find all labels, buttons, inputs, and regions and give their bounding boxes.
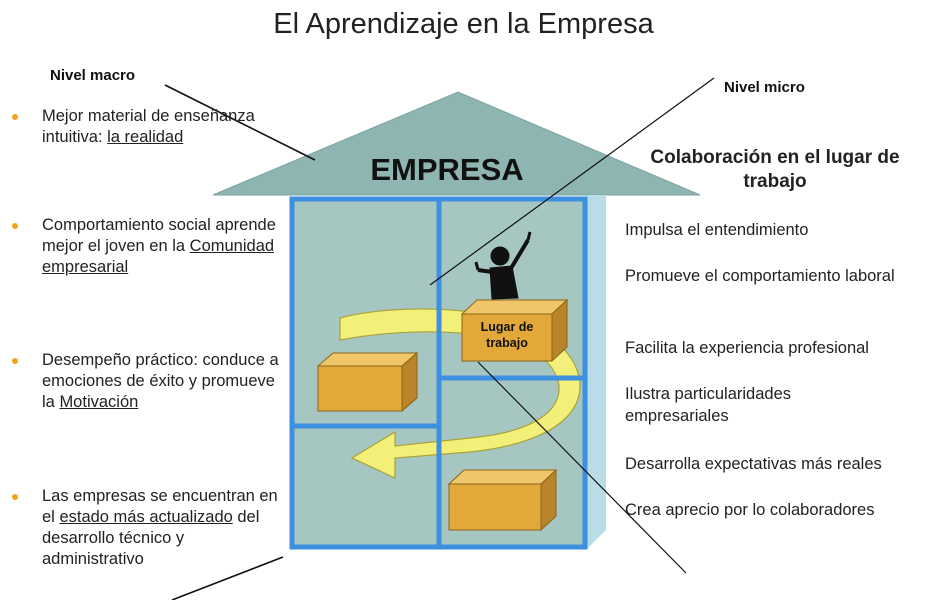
pointer-micro (429, 77, 715, 286)
bullet-text: Mejor material de enseñanza intuitiva: l… (42, 107, 255, 146)
benefit-item: Ilustra particularidades empresariales (625, 385, 791, 425)
list-item: Mejor material de enseñanza intuitiva: l… (12, 106, 282, 148)
empresa-label: EMPRESA (370, 152, 523, 187)
page-title: El Aprendizaje en la Empresa (273, 8, 654, 40)
collaboration-heading: Colaboración en el lugar de trabajo (650, 147, 900, 192)
benefit-item: Crea aprecio por lo colaboradores (625, 501, 875, 519)
workplace-label-line2: trabajo (486, 336, 528, 350)
box-left (316, 351, 419, 413)
pointer-bottom-left (171, 556, 284, 600)
bullet-dot-icon (12, 358, 18, 364)
list-item: Las empresas se encuentran en el estado … (12, 486, 282, 570)
benefit-item: Impulsa el entendimiento (625, 221, 809, 239)
micro-level-label: Nivel micro (724, 79, 805, 96)
box-workplace (460, 298, 569, 363)
benefit-item: Desarrolla expectativas más reales (625, 455, 882, 473)
pointer-bottom-right (477, 361, 687, 574)
bullet-text: Comportamiento social aprende mejor el j… (42, 216, 276, 276)
workplace-label-line1: Lugar de (481, 320, 534, 334)
box-bottom-right (447, 468, 558, 532)
pointer-macro (164, 84, 316, 161)
bullet-dot-icon (12, 223, 18, 229)
benefit-item: Facilita la experiencia profesional (625, 339, 869, 357)
worker-figure (474, 231, 532, 300)
bullet-text: Desempeño práctico: conduce a emociones … (42, 351, 279, 411)
benefit-item: Promueve el comportamiento laboral (625, 267, 895, 285)
bullet-text: Las empresas se encuentran en el estado … (42, 487, 278, 568)
bullet-dot-icon (12, 494, 18, 500)
list-item: Desempeño práctico: conduce a emociones … (12, 350, 282, 413)
house-roof (212, 91, 701, 196)
house-side-wall (586, 195, 606, 550)
macro-level-label: Nivel macro (50, 67, 136, 84)
bullet-dot-icon (12, 114, 18, 120)
list-item: Comportamiento social aprende mejor el j… (12, 215, 282, 278)
